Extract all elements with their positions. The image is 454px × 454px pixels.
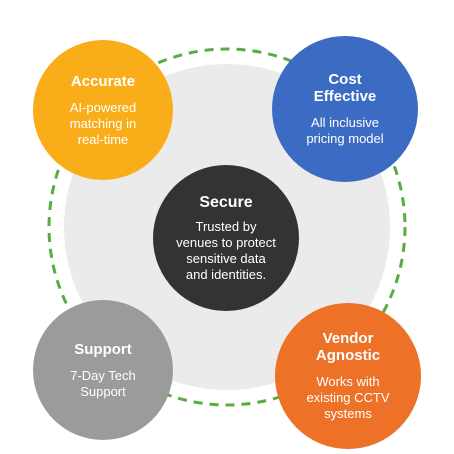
node-cost-effective-description: All inclusive pricing model — [306, 115, 384, 146]
node-vendor-agnostic: Vendor Agnostic Works with existing CCTV… — [275, 303, 421, 449]
node-support-title: Support — [74, 340, 132, 358]
center-description: Trusted by venues to protect sensitive d… — [176, 218, 276, 282]
node-support-description: 7-Day Tech Support — [70, 367, 136, 399]
dashed-ring-circle — [47, 47, 407, 407]
node-accurate-description: AI-powered matching in real-time — [69, 99, 137, 147]
node-cost-effective-title: Cost Effective — [313, 71, 377, 105]
node-vendor-agnostic-title: Vendor Agnostic — [315, 330, 381, 364]
node-accurate-title: Accurate — [70, 72, 136, 90]
node-support: Support 7-Day Tech Support — [33, 300, 173, 440]
node-cost-effective: Cost Effective All inclusive pricing mod… — [272, 36, 418, 182]
node-vendor-agnostic-description: Works with existing CCTV systems — [306, 374, 390, 421]
node-accurate: Accurate AI-powered matching in real-tim… — [33, 40, 173, 180]
center-title: Secure — [199, 193, 253, 211]
center-node-secure: Secure Trusted by venues to protect sens… — [153, 165, 299, 311]
